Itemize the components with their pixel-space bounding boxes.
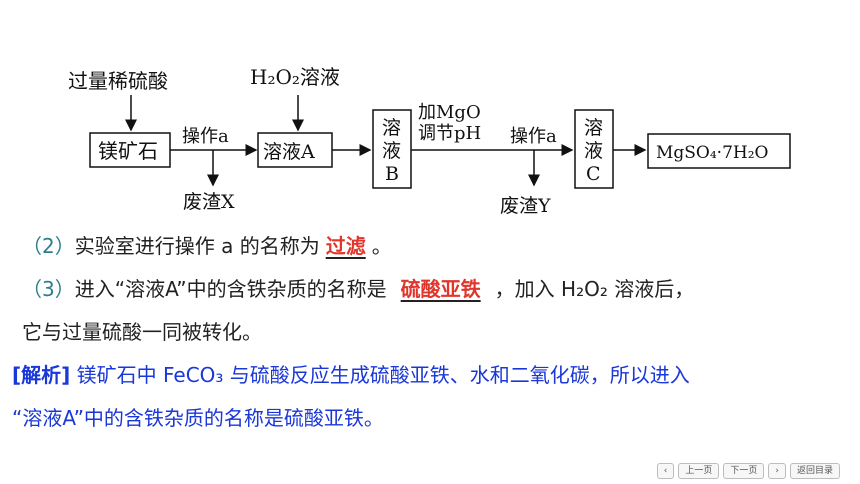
question-3: （3）进入“溶液A”中的含铁杂质的名称是硫酸亚铁 ，加入 H₂O₂ 溶液后， <box>22 273 694 302</box>
solution-b-char-3: B <box>385 163 399 185</box>
waste-y-label: 废渣Y <box>500 195 551 217</box>
back-to-contents-button[interactable]: 返回目录 <box>789 463 840 479</box>
ore-label: 镁矿石 <box>98 139 158 163</box>
solution-c-char-2: 液 <box>584 140 603 162</box>
solution-b-box <box>372 109 412 189</box>
solution-b-char-1: 溶 <box>382 117 401 139</box>
question-2-text: 实验室进行操作 a 的名称为 <box>74 234 320 258</box>
prev-page-button[interactable]: 上一页 <box>678 463 720 479</box>
solution-c-box <box>574 109 614 189</box>
page-navigation: ‹ 上一页 下一页 › 返回目录 <box>656 463 840 479</box>
next-arrow-icon[interactable]: › <box>768 463 786 479</box>
adjust-ph-label: 调节pH <box>418 123 481 144</box>
solution-c-char-3: C <box>586 163 601 185</box>
analysis-line-2: “溶液A”中的含铁杂质的名称是硫酸亚铁。 <box>12 406 384 430</box>
product-box <box>647 133 791 169</box>
solution-c-char-1: 溶 <box>584 117 603 139</box>
question-3-text-after: ，加入 H₂O₂ 溶液后， <box>494 277 695 301</box>
peroxide-label: H₂O₂溶液 <box>250 65 340 89</box>
process-flow-diagram: 过量稀硫酸 H₂O₂溶液 镁矿石 操作a 废渣X 溶液A 溶 液 B 加MgO … <box>68 65 791 217</box>
analysis-tag: [解析] <box>12 363 71 387</box>
solution-b-char-2: 液 <box>382 140 401 162</box>
question-3-number: （3） <box>22 277 75 301</box>
question-2-answer: 过滤 <box>325 234 366 258</box>
analysis-text-1: 镁矿石中 FeCO₃ 与硫酸反应生成硫酸亚铁、水和二氧化碳，所以进入 <box>76 363 690 387</box>
add-mgo-label: 加MgO <box>418 102 481 123</box>
next-page-button[interactable]: 下一页 <box>723 463 765 479</box>
product-label: MgSO₄·7H₂O <box>656 143 768 163</box>
operation-a-label-2: 操作a <box>510 126 557 147</box>
acid-label: 过量稀硫酸 <box>68 69 168 93</box>
question-2-end: 。 <box>371 234 392 258</box>
question-2: （2）实验室进行操作 a 的名称为过滤。 <box>22 230 392 259</box>
analysis-line-1: [解析] 镁矿石中 FeCO₃ 与硫酸反应生成硫酸亚铁、水和二氧化碳，所以进入 <box>12 359 690 388</box>
question-2-number: （2） <box>22 234 75 258</box>
solution-a-label: 溶液A <box>263 141 315 163</box>
question-3-answer: 硫酸亚铁 <box>400 277 481 301</box>
question-3-line-2: 它与过量硫酸一同被转化。 <box>22 320 262 344</box>
solution-a-box <box>257 132 333 168</box>
prev-arrow-icon[interactable]: ‹ <box>656 463 675 479</box>
question-3-text-before: 进入“溶液A”中的含铁杂质的名称是 <box>74 277 387 301</box>
waste-x-label: 废渣X <box>183 191 235 213</box>
operation-a-label-1: 操作a <box>182 126 229 147</box>
